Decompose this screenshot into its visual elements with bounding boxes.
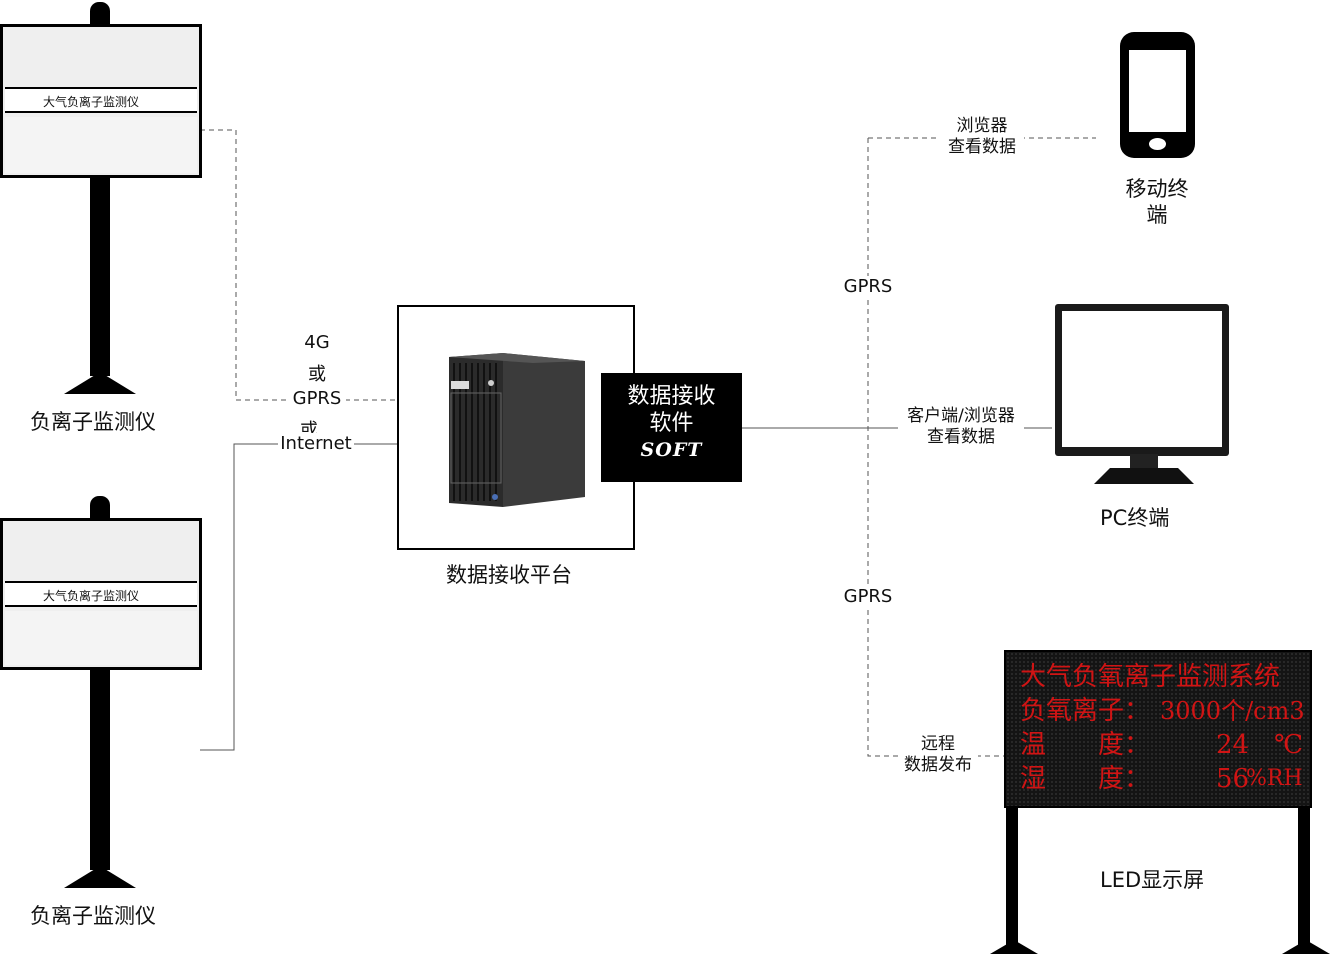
pc-link-line2: 查看数据 xyxy=(927,427,995,447)
led-hum-value: 56 xyxy=(1216,764,1250,794)
led-hum-unit: %RH xyxy=(1246,766,1303,791)
led-link-label: 远程 数据发布 xyxy=(898,734,978,776)
software-logo: SOFT xyxy=(640,439,703,461)
led-display: 大气负氧离子监测系统 负氧离子： 3000个/cm3 温 度： 24 ℃ 湿 度… xyxy=(1004,650,1312,808)
sign-label: 大气负离子监测仪 xyxy=(5,87,197,113)
software-title-2: 软件 xyxy=(649,411,694,436)
led-link-line1: 远程 xyxy=(921,734,955,754)
station-sign: 大气负离子监测仪 xyxy=(0,24,202,178)
station2-link xyxy=(200,443,398,751)
bus-line xyxy=(867,138,900,757)
software-panel: 数据接收 软件 SOFT xyxy=(601,373,742,482)
station-sign: 大气负离子监测仪 xyxy=(0,518,202,670)
station1-link xyxy=(200,129,398,401)
server-icon xyxy=(449,353,585,507)
monitor-icon xyxy=(1055,304,1229,456)
mobile-link-line1: 浏览器 xyxy=(956,116,1008,136)
led-hum-label: 湿 度： xyxy=(1020,764,1151,794)
led-leg-left xyxy=(1006,808,1018,954)
platform-caption: 数据接收平台 xyxy=(446,563,572,587)
mobile-link-line2: 查看数据 xyxy=(948,137,1016,157)
led-temp-label: 温 度： xyxy=(1020,730,1151,760)
led-ion-value: 3000个/cm3 xyxy=(1160,697,1305,725)
gprs-bottom-label: GPRS xyxy=(840,586,896,607)
led-temp-value: 24 xyxy=(1216,730,1250,760)
led-link-line2: 数据发布 xyxy=(904,755,972,775)
station-caption: 负离子监测仪 xyxy=(30,904,156,928)
software-title-1: 数据接收 xyxy=(627,384,716,409)
led-temp-unit: ℃ xyxy=(1274,730,1304,760)
phone-icon xyxy=(1120,32,1195,158)
led-terminal-caption: LED显示屏 xyxy=(1100,868,1205,892)
led-ion-label: 负氧离子： xyxy=(1020,696,1151,726)
mobile-caption-line1: 移动终 xyxy=(1125,177,1189,201)
mobile-link-label: 浏览器 查看数据 xyxy=(940,116,1024,158)
platform-box xyxy=(397,305,635,550)
led-leg-right xyxy=(1298,808,1310,954)
link-gprs-label: GPRS xyxy=(288,388,346,409)
sign-label: 大气负离子监测仪 xyxy=(5,581,197,607)
station-caption: 负离子监测仪 xyxy=(30,410,156,434)
pc-link-label: 客户端/浏览器 查看数据 xyxy=(898,406,1024,448)
link-internet-label: Internet xyxy=(278,433,354,454)
link-4g-label: 4G xyxy=(304,332,330,353)
pc-link-line1: 客户端/浏览器 xyxy=(907,406,1015,426)
gprs-top-label: GPRS xyxy=(840,276,896,297)
led-title: 大气负氧离子监测系统 xyxy=(1020,662,1281,692)
link-or-label-1: 或 xyxy=(308,364,326,385)
monitor-stand xyxy=(1094,454,1194,484)
mobile-terminal-caption: 移动终 端 xyxy=(1110,176,1204,228)
mobile-caption-line2: 端 xyxy=(1146,203,1168,227)
pc-terminal-caption: PC终端 xyxy=(1100,506,1170,530)
